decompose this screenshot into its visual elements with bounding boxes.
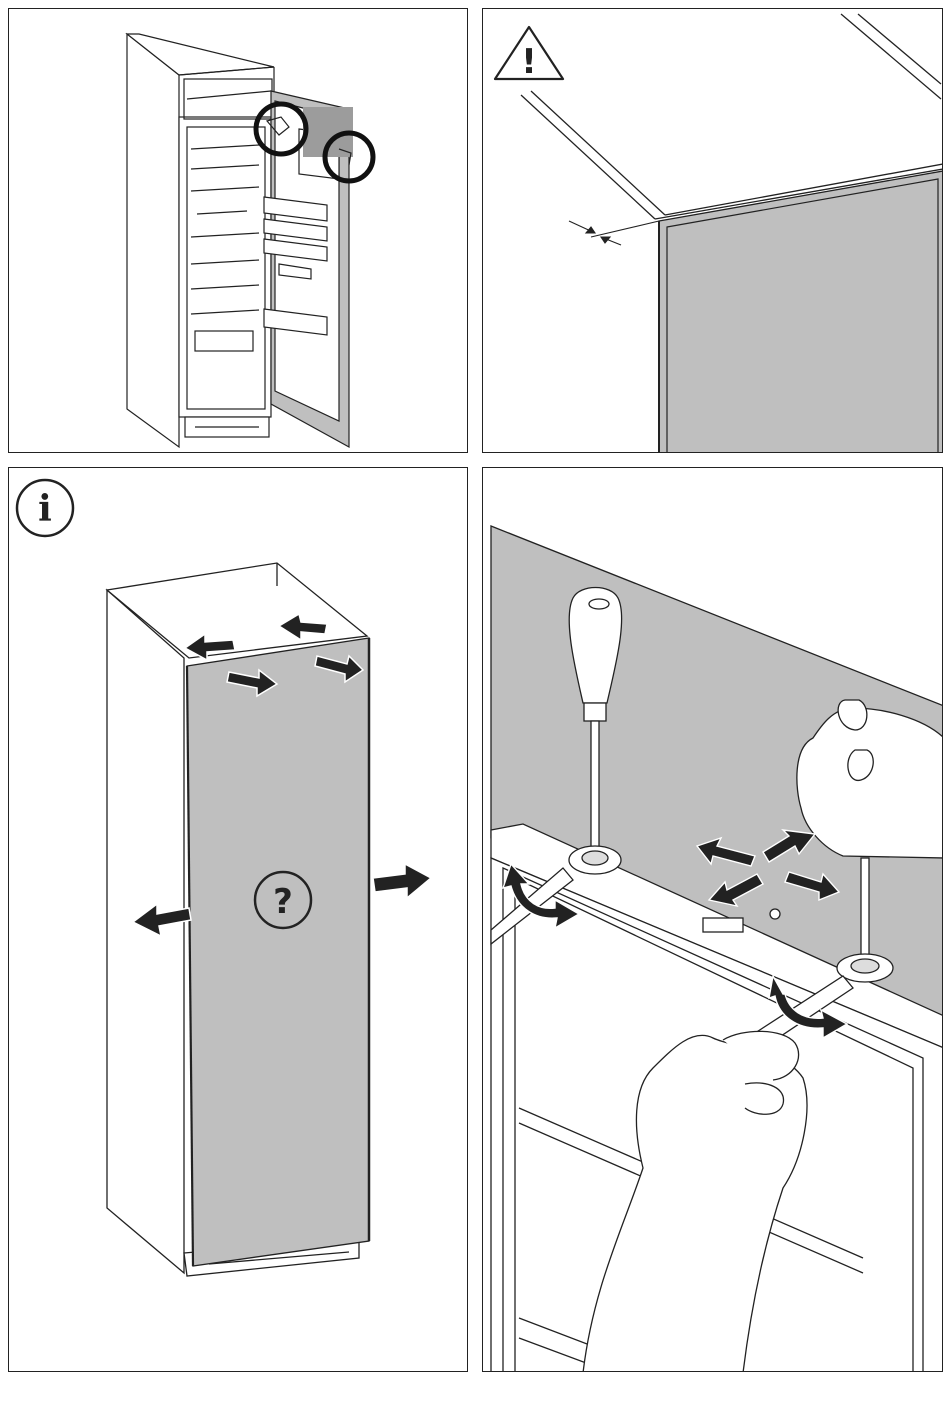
panel-hinge-adjustment: [482, 467, 943, 1372]
hinge-adjustment-illustration: [483, 468, 943, 1372]
svg-text:!: !: [521, 42, 537, 82]
panel-door-alignment: i ?: [8, 467, 468, 1372]
info-icon: i: [17, 480, 73, 536]
door-alignment-illustration: i ?: [9, 468, 468, 1372]
svg-text:?: ?: [273, 882, 293, 922]
warning-icon: !: [495, 27, 563, 82]
svg-text:i: i: [38, 488, 52, 530]
fridge-open-illustration: [9, 9, 468, 453]
panel-fridge-open: [8, 8, 468, 453]
question-icon: ?: [255, 872, 311, 928]
gap-detail-illustration: !: [483, 9, 943, 453]
panel-gap-warning: !: [482, 8, 943, 453]
